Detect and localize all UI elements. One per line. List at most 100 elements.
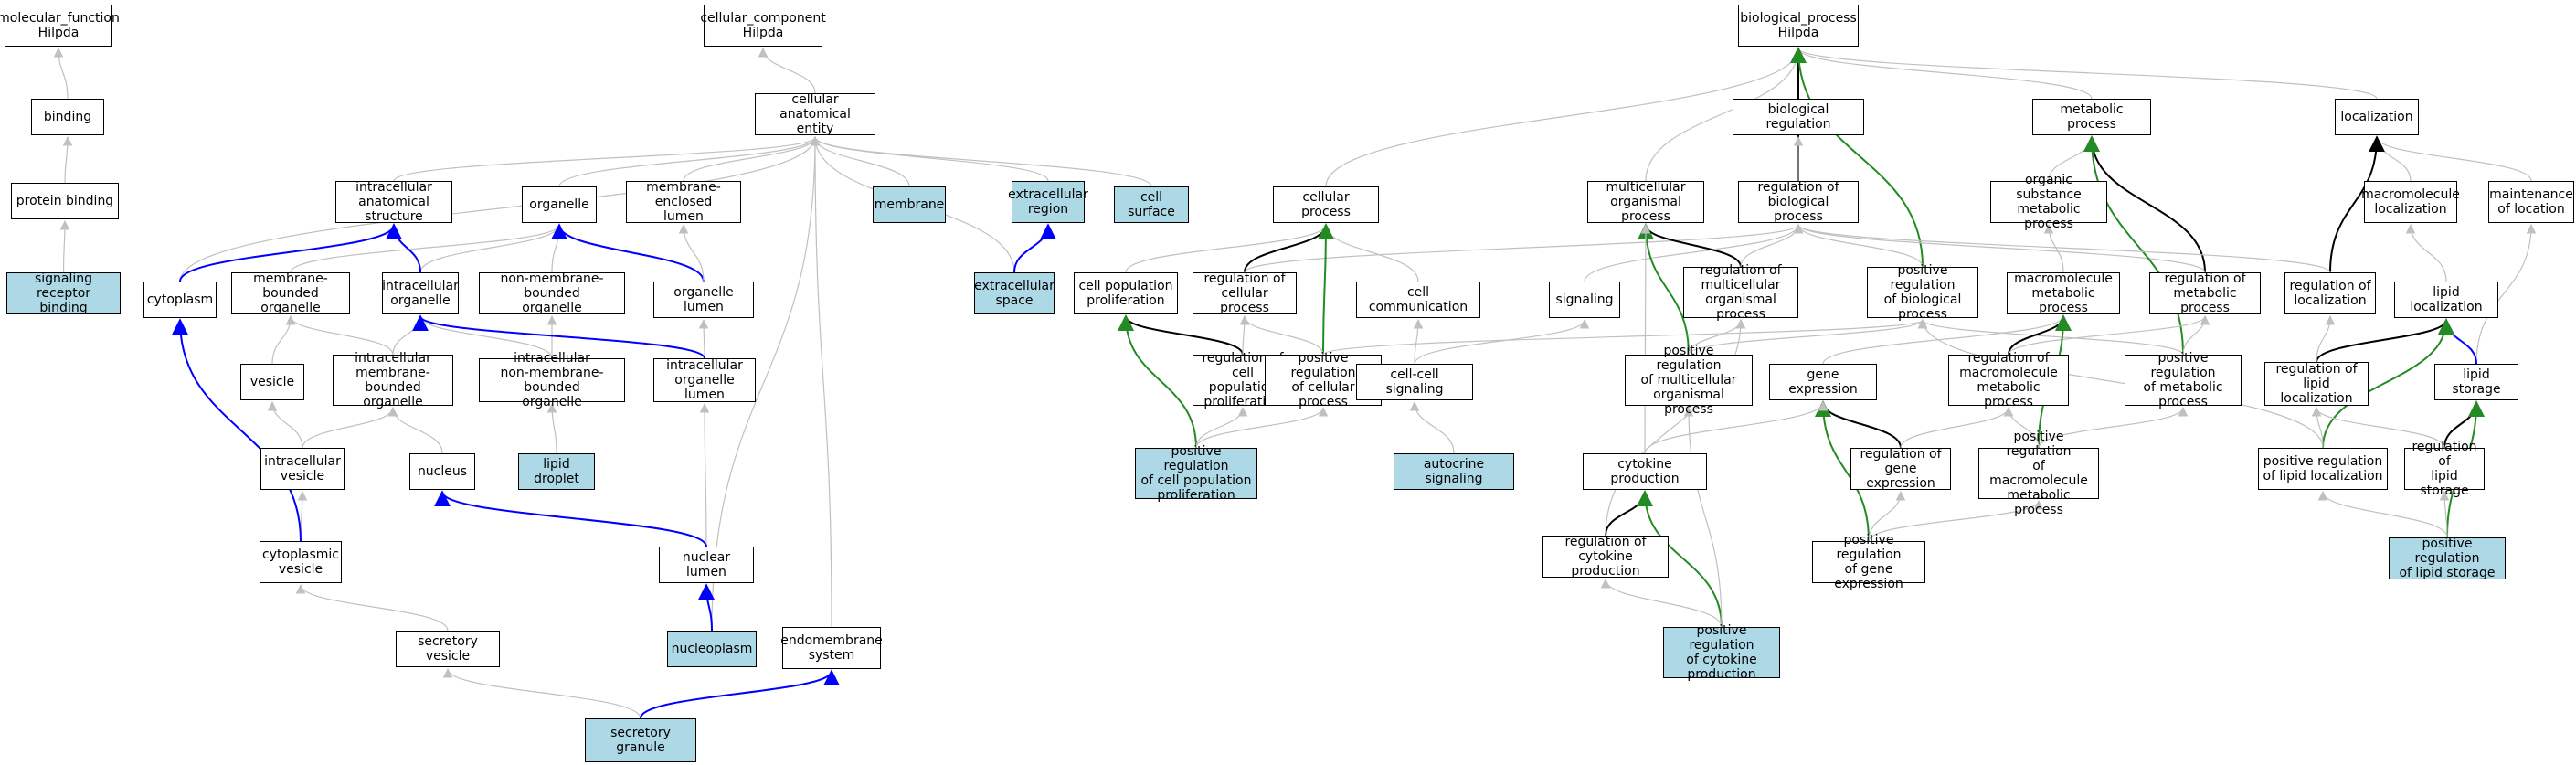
- node-cytves[interactable]: cytoplasmic vesicle: [260, 541, 342, 583]
- edge-lipstor-is_a-maintloc: [2475, 223, 2537, 365]
- edge-prge-positively_regulates-geneexp: [1815, 400, 1870, 542]
- node-cc[interactable]: cellular_component Hilpda: [700, 5, 826, 47]
- node-endo[interactable]: endomembrane system: [780, 627, 883, 669]
- node-rcp[interactable]: regulation of cellular process: [1193, 271, 1297, 315]
- node-nuclumen[interactable]: nuclear lumen: [659, 547, 754, 583]
- node-rll[interactable]: regulation of lipid localization: [2264, 362, 2369, 406]
- node-vesicle[interactable]: vesicle: [240, 364, 304, 400]
- edge-exs-part_of-exr: [1013, 223, 1056, 273]
- edge-rcp-regulates-cellproc: [1244, 223, 1334, 273]
- node-ias[interactable]: intracellular anatomical structure: [335, 180, 452, 224]
- node-prge[interactable]: positive regulation of gene expression: [1812, 533, 1925, 591]
- node-bp[interactable]: biological_process Hilpda: [1738, 5, 1859, 47]
- node-mop[interactable]: multicellular organismal process: [1587, 180, 1704, 224]
- node-autosig[interactable]: autocrine signaling: [1394, 453, 1514, 490]
- edge-cae-is_a-cc: [758, 47, 816, 94]
- node-srb[interactable]: signaling receptor binding: [6, 271, 121, 315]
- node-mf[interactable]: molecular_function Hilpda: [0, 5, 120, 47]
- node-io[interactable]: intracellular organelle: [382, 272, 459, 314]
- node-geneexp[interactable]: gene expression: [1769, 364, 1877, 400]
- node-ccs[interactable]: cell-cell signaling: [1356, 364, 1473, 400]
- edge-rmop-regulates-mop: [1638, 223, 1742, 268]
- edge-rll-regulates-liploc: [2316, 318, 2454, 363]
- node-organelle[interactable]: organelle: [522, 186, 597, 223]
- edge-cytoplasm-is_a-cae: [179, 135, 821, 282]
- edge-organelle-is_a-cae: [558, 135, 821, 187]
- edge-secves-is_a-cytves: [295, 583, 449, 632]
- node-nucleus[interactable]: nucleus: [409, 453, 475, 490]
- node-cellsurf[interactable]: cell surface: [1114, 186, 1189, 223]
- edge-rge-is_a-rmmp: [1900, 406, 2014, 449]
- node-exs[interactable]: extracellular space: [974, 272, 1055, 314]
- node-iol[interactable]: intracellular organelle lumen: [653, 358, 756, 402]
- node-prmmp[interactable]: positive regulation of macromolecule met…: [1978, 430, 2099, 517]
- edge-rmp-is_a-rbp: [1793, 223, 2206, 273]
- node-exr[interactable]: extracellular region: [1008, 181, 1088, 223]
- node-rloc[interactable]: regulation of localization: [2284, 272, 2376, 314]
- node-lipdrop[interactable]: lipid droplet: [518, 453, 595, 490]
- node-mel[interactable]: membrane-enclosed lumen: [626, 180, 741, 224]
- node-cytprod[interactable]: cytokine production: [1583, 453, 1707, 490]
- node-prbp[interactable]: positive regulation of biological proces…: [1867, 263, 1978, 322]
- node-cellproc[interactable]: cellular process: [1273, 186, 1379, 223]
- edge-prcpp-is_a-prcp: [1195, 406, 1329, 449]
- edge-rge-regulates-geneexp: [1815, 400, 1902, 449]
- node-secgran[interactable]: secretory granule: [585, 718, 696, 762]
- edge-rls-is_a-rll: [2311, 406, 2445, 449]
- node-iv[interactable]: intracellular vesicle: [260, 448, 345, 490]
- node-nucleoplasm[interactable]: nucleoplasm: [667, 631, 757, 667]
- edge-nuclumen-is_a-iol: [699, 402, 710, 547]
- edge-olumen-is_a-mel: [678, 223, 705, 282]
- edge-localization-is_a-bp: [1793, 47, 2378, 100]
- edge-mop-is_a-bp: [1645, 47, 1804, 182]
- node-imbo[interactable]: intracellular membrane-bounded organelle: [333, 351, 453, 409]
- edge-cytprod-is_a-mop: [1640, 223, 1651, 454]
- node-binding[interactable]: binding: [31, 99, 104, 135]
- edge-lipdrop-is_a-inmbo: [546, 402, 557, 454]
- edge-mbo-is_a-organelle: [290, 223, 565, 273]
- node-cae[interactable]: cellular anatomical entity: [755, 92, 875, 136]
- node-prll[interactable]: positive regulation of lipid localizatio…: [2258, 448, 2388, 490]
- edge-prcytprod-is_a-rcytprod: [1600, 578, 1723, 628]
- node-rmop[interactable]: regulation of multicellular organismal p…: [1683, 263, 1798, 322]
- node-secves[interactable]: secretory vesicle: [396, 631, 500, 667]
- edge-rmp-regulates-metproc: [2083, 135, 2206, 273]
- node-mbo[interactable]: membrane-bounded organelle: [231, 271, 350, 315]
- edge-iol-is_a-olumen: [698, 318, 709, 359]
- node-lipstor[interactable]: lipid storage: [2434, 364, 2518, 400]
- node-signaling[interactable]: signaling: [1549, 282, 1620, 318]
- edge-ias-is_a-cae: [393, 135, 821, 182]
- edge-prcp-is_a-prbp: [1322, 318, 1928, 356]
- node-rcytprod[interactable]: regulation of cytokine production: [1542, 535, 1669, 579]
- node-prmp[interactable]: positive regulation of metabolic process: [2125, 351, 2242, 409]
- node-protbind[interactable]: protein binding: [11, 183, 119, 219]
- node-osmp[interactable]: organic substance metabolic process: [1990, 173, 2107, 231]
- node-rmmp[interactable]: regulation of macromolecule metabolic pr…: [1948, 351, 2069, 409]
- node-liploc[interactable]: lipid localization: [2394, 282, 2498, 318]
- node-prls[interactable]: positive regulation of lipid storage: [2389, 537, 2506, 580]
- edge-nucleoplasm-part_of-nuclumen: [698, 583, 716, 632]
- node-rbp[interactable]: regulation of biological process: [1738, 180, 1859, 224]
- node-olumen[interactable]: organelle lumen: [653, 282, 754, 318]
- node-macroloc[interactable]: macromolecule localization: [2361, 181, 2460, 223]
- node-cellcomm[interactable]: cell communication: [1356, 282, 1480, 318]
- node-nmbo[interactable]: non-membrane-bounded organelle: [479, 271, 625, 315]
- node-inmbo[interactable]: intracellular non-membrane-bounded organ…: [479, 351, 625, 409]
- node-prmop[interactable]: positive regulation of multicellular org…: [1625, 344, 1753, 417]
- node-prcytprod[interactable]: positive regulation of cytokine producti…: [1663, 623, 1780, 682]
- node-rls[interactable]: regulation of lipid storage: [2404, 440, 2485, 498]
- edge-cpp-is_a-cellproc: [1125, 223, 1331, 273]
- node-membrane[interactable]: membrane: [873, 186, 946, 223]
- node-bioreg[interactable]: biological regulation: [1733, 99, 1864, 135]
- edge-protbind-is_a-binding: [62, 135, 73, 184]
- node-rge[interactable]: regulation of gene expression: [1850, 447, 1951, 491]
- edge-ccs-is_a-signaling: [1414, 318, 1590, 365]
- node-cytoplasm[interactable]: cytoplasm: [143, 282, 217, 318]
- node-metproc[interactable]: metabolic process: [2032, 99, 2151, 135]
- node-rmp[interactable]: regulation of metabolic process: [2149, 271, 2261, 315]
- node-mmp[interactable]: macromolecule metabolic process: [2007, 271, 2120, 315]
- node-cpp[interactable]: cell population proliferation: [1074, 272, 1178, 314]
- node-localization[interactable]: localization: [2335, 99, 2419, 135]
- node-maintloc[interactable]: maintenance of location: [2488, 181, 2574, 223]
- node-prcpp[interactable]: positive regulation of cell population p…: [1135, 444, 1257, 503]
